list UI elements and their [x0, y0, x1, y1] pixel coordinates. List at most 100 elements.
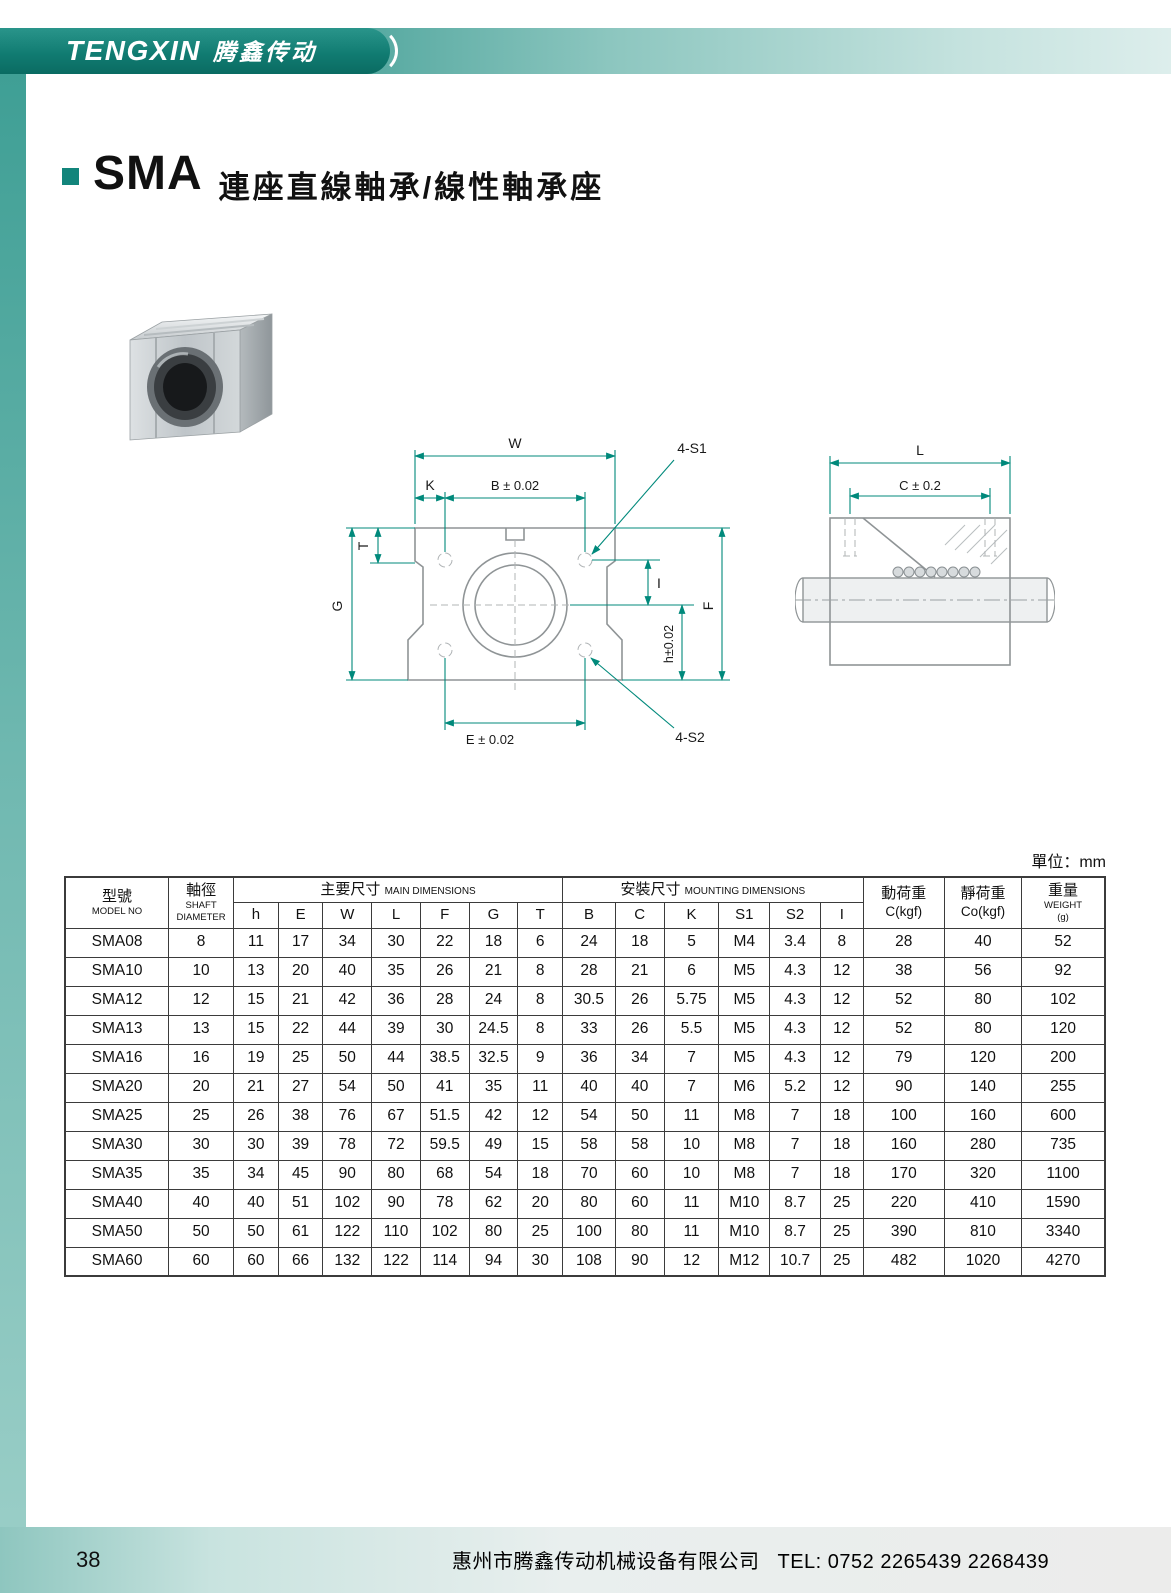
bearing-balls: [892, 566, 981, 578]
cell-model: SMA08: [64, 927, 170, 958]
cell-value: 28: [419, 985, 470, 1016]
cell-value: 19: [233, 1043, 279, 1074]
cell-value: 4.3: [769, 1014, 821, 1045]
cell-value: 40: [322, 956, 373, 987]
col-header-model: 型號 MODEL NO: [64, 876, 170, 929]
cell-value: 40: [233, 1188, 279, 1219]
cell-value: 18: [614, 927, 665, 958]
cell-value: 4.3: [769, 956, 821, 987]
cell-value: 36: [371, 985, 421, 1016]
table-subheader-row: h E W L F G T B C K S1 S2 I: [65, 902, 1105, 929]
cell-value: 38: [277, 1101, 324, 1132]
cell-value: 6: [663, 956, 720, 987]
cell-value: 11: [663, 1188, 720, 1219]
cell-value: 12: [819, 985, 864, 1016]
cell-value: 26: [419, 956, 470, 987]
cell-value: 482: [862, 1246, 945, 1277]
cell-value: M10: [718, 1188, 771, 1219]
dim-label-t: T: [355, 541, 371, 550]
col-header-k: K: [663, 902, 720, 929]
cell-value: 15: [233, 985, 279, 1016]
cell-model: SMA50: [64, 1217, 170, 1248]
cell-value: 114: [419, 1246, 470, 1277]
cell-value: 255: [1021, 1072, 1106, 1103]
cell-value: 80: [943, 985, 1023, 1016]
cell-value: 140: [943, 1072, 1023, 1103]
cell-value: 44: [371, 1043, 421, 1074]
page-title-model: SMA: [93, 147, 203, 200]
cell-value: 8: [819, 927, 864, 958]
dim-label-c: C ± 0.2: [899, 478, 941, 493]
cell-value: M6: [718, 1072, 771, 1103]
cell-value: 25: [819, 1217, 864, 1248]
cell-value: 58: [562, 1130, 616, 1161]
cell-value: 7: [769, 1101, 821, 1132]
cell-value: 3.4: [769, 927, 821, 958]
cell-value: 90: [862, 1072, 945, 1103]
cell-value: 79: [862, 1043, 945, 1074]
col-group-main-dimensions: 主要尺寸 MAIN DIMENSIONS: [233, 876, 564, 904]
cell-value: 40: [943, 927, 1023, 958]
cell-value: 200: [1021, 1043, 1106, 1074]
cell-value: 10: [663, 1159, 720, 1190]
cell-value: 33: [562, 1014, 616, 1045]
section-hatch: [944, 524, 1008, 565]
cell-value: 16: [168, 1043, 235, 1074]
cell-value: 25: [277, 1043, 324, 1074]
brand-logo-en: TENGXIN: [66, 35, 201, 66]
cell-value: 38: [862, 956, 945, 987]
center-lines-front: [430, 540, 600, 690]
section-title: SMA 連座直線軸承/線性軸承座: [62, 147, 605, 207]
col-header-c: C: [614, 902, 665, 929]
cell-value: 50: [168, 1217, 235, 1248]
cell-value: 11: [663, 1217, 720, 1248]
cell-value: 59.5: [419, 1130, 470, 1161]
cell-model: SMA30: [64, 1130, 170, 1161]
cell-value: 11: [663, 1101, 720, 1132]
cell-value: 600: [1021, 1101, 1106, 1132]
cell-value: 54: [562, 1101, 616, 1132]
cell-value: 52: [862, 985, 945, 1016]
cell-value: 34: [614, 1043, 665, 1074]
cell-value: 280: [943, 1130, 1023, 1161]
cell-value: 34: [322, 927, 373, 958]
cell-value: M5: [718, 985, 771, 1016]
cell-value: 21: [233, 1072, 279, 1103]
cell-value: 52: [862, 1014, 945, 1045]
col-header-l: L: [371, 902, 421, 929]
cell-value: 42: [322, 985, 373, 1016]
cell-value: 12: [819, 1072, 864, 1103]
cell-value: 5.2: [769, 1072, 821, 1103]
cell-value: 26: [233, 1101, 279, 1132]
dim-label-i: I: [657, 575, 661, 591]
cell-value: 50: [233, 1217, 279, 1248]
dim-label-e: E ± 0.02: [466, 732, 514, 747]
cell-value: M4: [718, 927, 771, 958]
cell-value: 5.75: [663, 985, 720, 1016]
cell-value: 7: [663, 1072, 720, 1103]
page-title-name: 連座直線軸承/線性軸承座: [218, 170, 605, 205]
cell-value: 11: [517, 1072, 564, 1103]
cell-value: 51: [277, 1188, 324, 1219]
cell-value: 70: [562, 1159, 616, 1190]
dim-label-s2: 4-S2: [675, 729, 705, 745]
col-header-i: I: [819, 902, 864, 929]
cell-value: 50: [371, 1072, 421, 1103]
cell-value: 108: [562, 1246, 616, 1277]
cell-value: 7: [769, 1130, 821, 1161]
cell-value: 62: [468, 1188, 519, 1219]
cell-value: 67: [371, 1101, 421, 1132]
cell-value: 25: [168, 1101, 235, 1132]
cell-value: 80: [371, 1159, 421, 1190]
cell-value: 22: [277, 1014, 324, 1045]
cell-value: 12: [819, 1014, 864, 1045]
cell-value: 10: [663, 1130, 720, 1161]
cell-value: 810: [943, 1217, 1023, 1248]
col-group-mounting-dimensions: 安裝尺寸 MOUNTING DIMENSIONS: [562, 876, 864, 904]
